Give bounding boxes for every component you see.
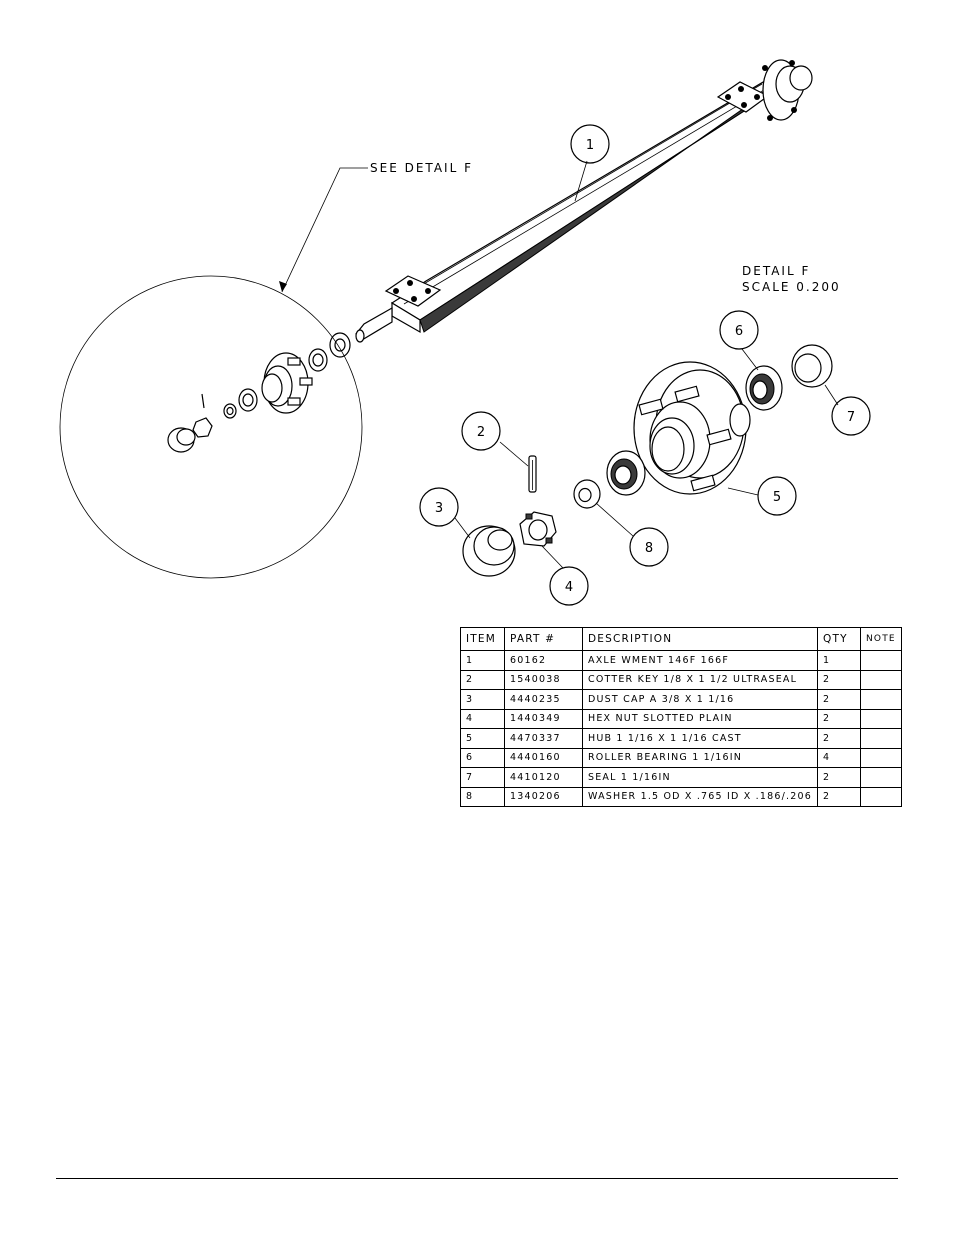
bom-cell-part: 60162 [504,650,583,671]
balloon-1-label: 1 [586,138,594,153]
bom-cell-note [859,747,902,768]
table-row: 6 4440160 ROLLER BEARING 1 1/16IN 4 [460,747,902,768]
bom-cell-item: 6 [460,747,505,768]
balloon-4: 4 [549,566,589,606]
bom-header-part: PART # [504,627,583,651]
balloon-3: 3 [419,487,459,527]
inner-bearing-part [606,450,646,496]
balloon-6-label: 6 [735,324,743,339]
roller-bearing-part [745,365,783,411]
bom-cell-note [859,728,902,749]
bom-cell-qty: 2 [816,767,861,788]
balloon-6: 6 [719,310,759,350]
leader-lines [279,160,839,569]
bom-cell-description: COTTER KEY 1/8 X 1 1/2 ULTRASEAL [582,669,818,690]
balloon-5: 5 [757,476,797,516]
cotter-key-part [528,455,537,493]
bom-cell-qty: 2 [816,728,861,749]
bom-cell-note [859,708,902,729]
bom-cell-note [859,786,902,807]
bom-cell-part: 4470337 [504,728,583,749]
bom-header-note: NOTE [859,627,902,651]
bom-cell-description: AXLE WMENT 146F 166F [582,650,818,671]
balloon-3-label: 3 [435,501,443,516]
bom-cell-item: 3 [460,689,505,710]
bom-cell-description: HUB 1 1/16 X 1 1/16 CAST [582,728,818,749]
table-row: 8 1340206 WASHER 1.5 OD X .765 ID X .186… [460,786,902,807]
slotted-nut-part [519,511,557,547]
balloon-7: 7 [831,396,871,436]
bom-cell-note [859,689,902,710]
see-detail-label: SEE DETAIL F [370,161,473,175]
detail-scale: SCALE 0.200 [742,280,841,294]
detail-circle-parts [167,348,328,453]
bom-cell-item: 8 [460,786,505,807]
bom-cell-description: ROLLER BEARING 1 1/16IN [582,747,818,768]
bom-cell-qty: 2 [816,786,861,807]
table-row: 2 1540038 COTTER KEY 1/8 X 1 1/2 ULTRASE… [460,669,902,690]
bom-header-item: ITEM [460,627,505,651]
bom-cell-qty: 2 [816,669,861,690]
balloon-5-label: 5 [773,490,781,505]
balloon-1: 1 [570,124,610,164]
bom-header-description: DESCRIPTION [582,627,818,651]
axle-washer [329,332,351,358]
balloon-8-label: 8 [645,541,653,556]
balloon-7-label: 7 [847,410,855,425]
balloon-2: 2 [461,411,501,451]
detail-circle [59,275,363,579]
bom-cell-note [859,767,902,788]
bom-cell-part: 4440160 [504,747,583,768]
balloon-8: 8 [629,527,669,567]
bom-cell-part: 4440235 [504,689,583,710]
bom-cell-qty: 2 [816,689,861,710]
bom-cell-description: DUST CAP A 3/8 X 1 1/16 [582,689,818,710]
bom-cell-qty: 1 [816,650,861,671]
dust-cap-part [462,525,516,577]
bom-cell-part: 1440349 [504,708,583,729]
bom-header-row: ITEM PART # DESCRIPTION QTY NOTE [460,627,902,651]
bom-cell-item: 1 [460,650,505,671]
detail-title: DETAIL F [742,264,810,278]
bom-cell-part: 1540038 [504,669,583,690]
table-row: 3 4440235 DUST CAP A 3/8 X 1 1/16 2 [460,689,902,710]
bom-cell-part: 1340206 [504,786,583,807]
bill-of-materials-table: ITEM PART # DESCRIPTION QTY NOTE 1 60162… [460,627,902,807]
bom-cell-description: SEAL 1 1/16IN [582,767,818,788]
hub-part [633,361,751,495]
balloon-4-label: 4 [565,580,573,595]
bom-cell-description: HEX NUT SLOTTED PLAIN [582,708,818,729]
washer-part [573,479,601,509]
bom-cell-item: 2 [460,669,505,690]
table-row: 5 4470337 HUB 1 1/16 X 1 1/16 CAST 2 [460,728,902,749]
bom-cell-qty: 4 [816,747,861,768]
table-row: 7 4410120 SEAL 1 1/16IN 2 [460,767,902,788]
bom-cell-note [859,669,902,690]
seal-part [791,344,833,388]
footer-rule [56,1178,898,1179]
bom-cell-item: 7 [460,767,505,788]
bom-cell-item: 5 [460,728,505,749]
table-row: 1 60162 AXLE WMENT 146F 166F 1 [460,650,902,671]
bom-cell-item: 4 [460,708,505,729]
bom-cell-note [859,650,902,671]
balloon-2-label: 2 [477,425,485,440]
axle-beam [355,59,813,343]
bom-cell-qty: 2 [816,708,861,729]
table-row: 4 1440349 HEX NUT SLOTTED PLAIN 2 [460,708,902,729]
bom-cell-part: 4410120 [504,767,583,788]
bom-cell-description: WASHER 1.5 OD X .765 ID X .186/.206 [582,786,818,807]
bom-header-qty: QTY [816,627,861,651]
